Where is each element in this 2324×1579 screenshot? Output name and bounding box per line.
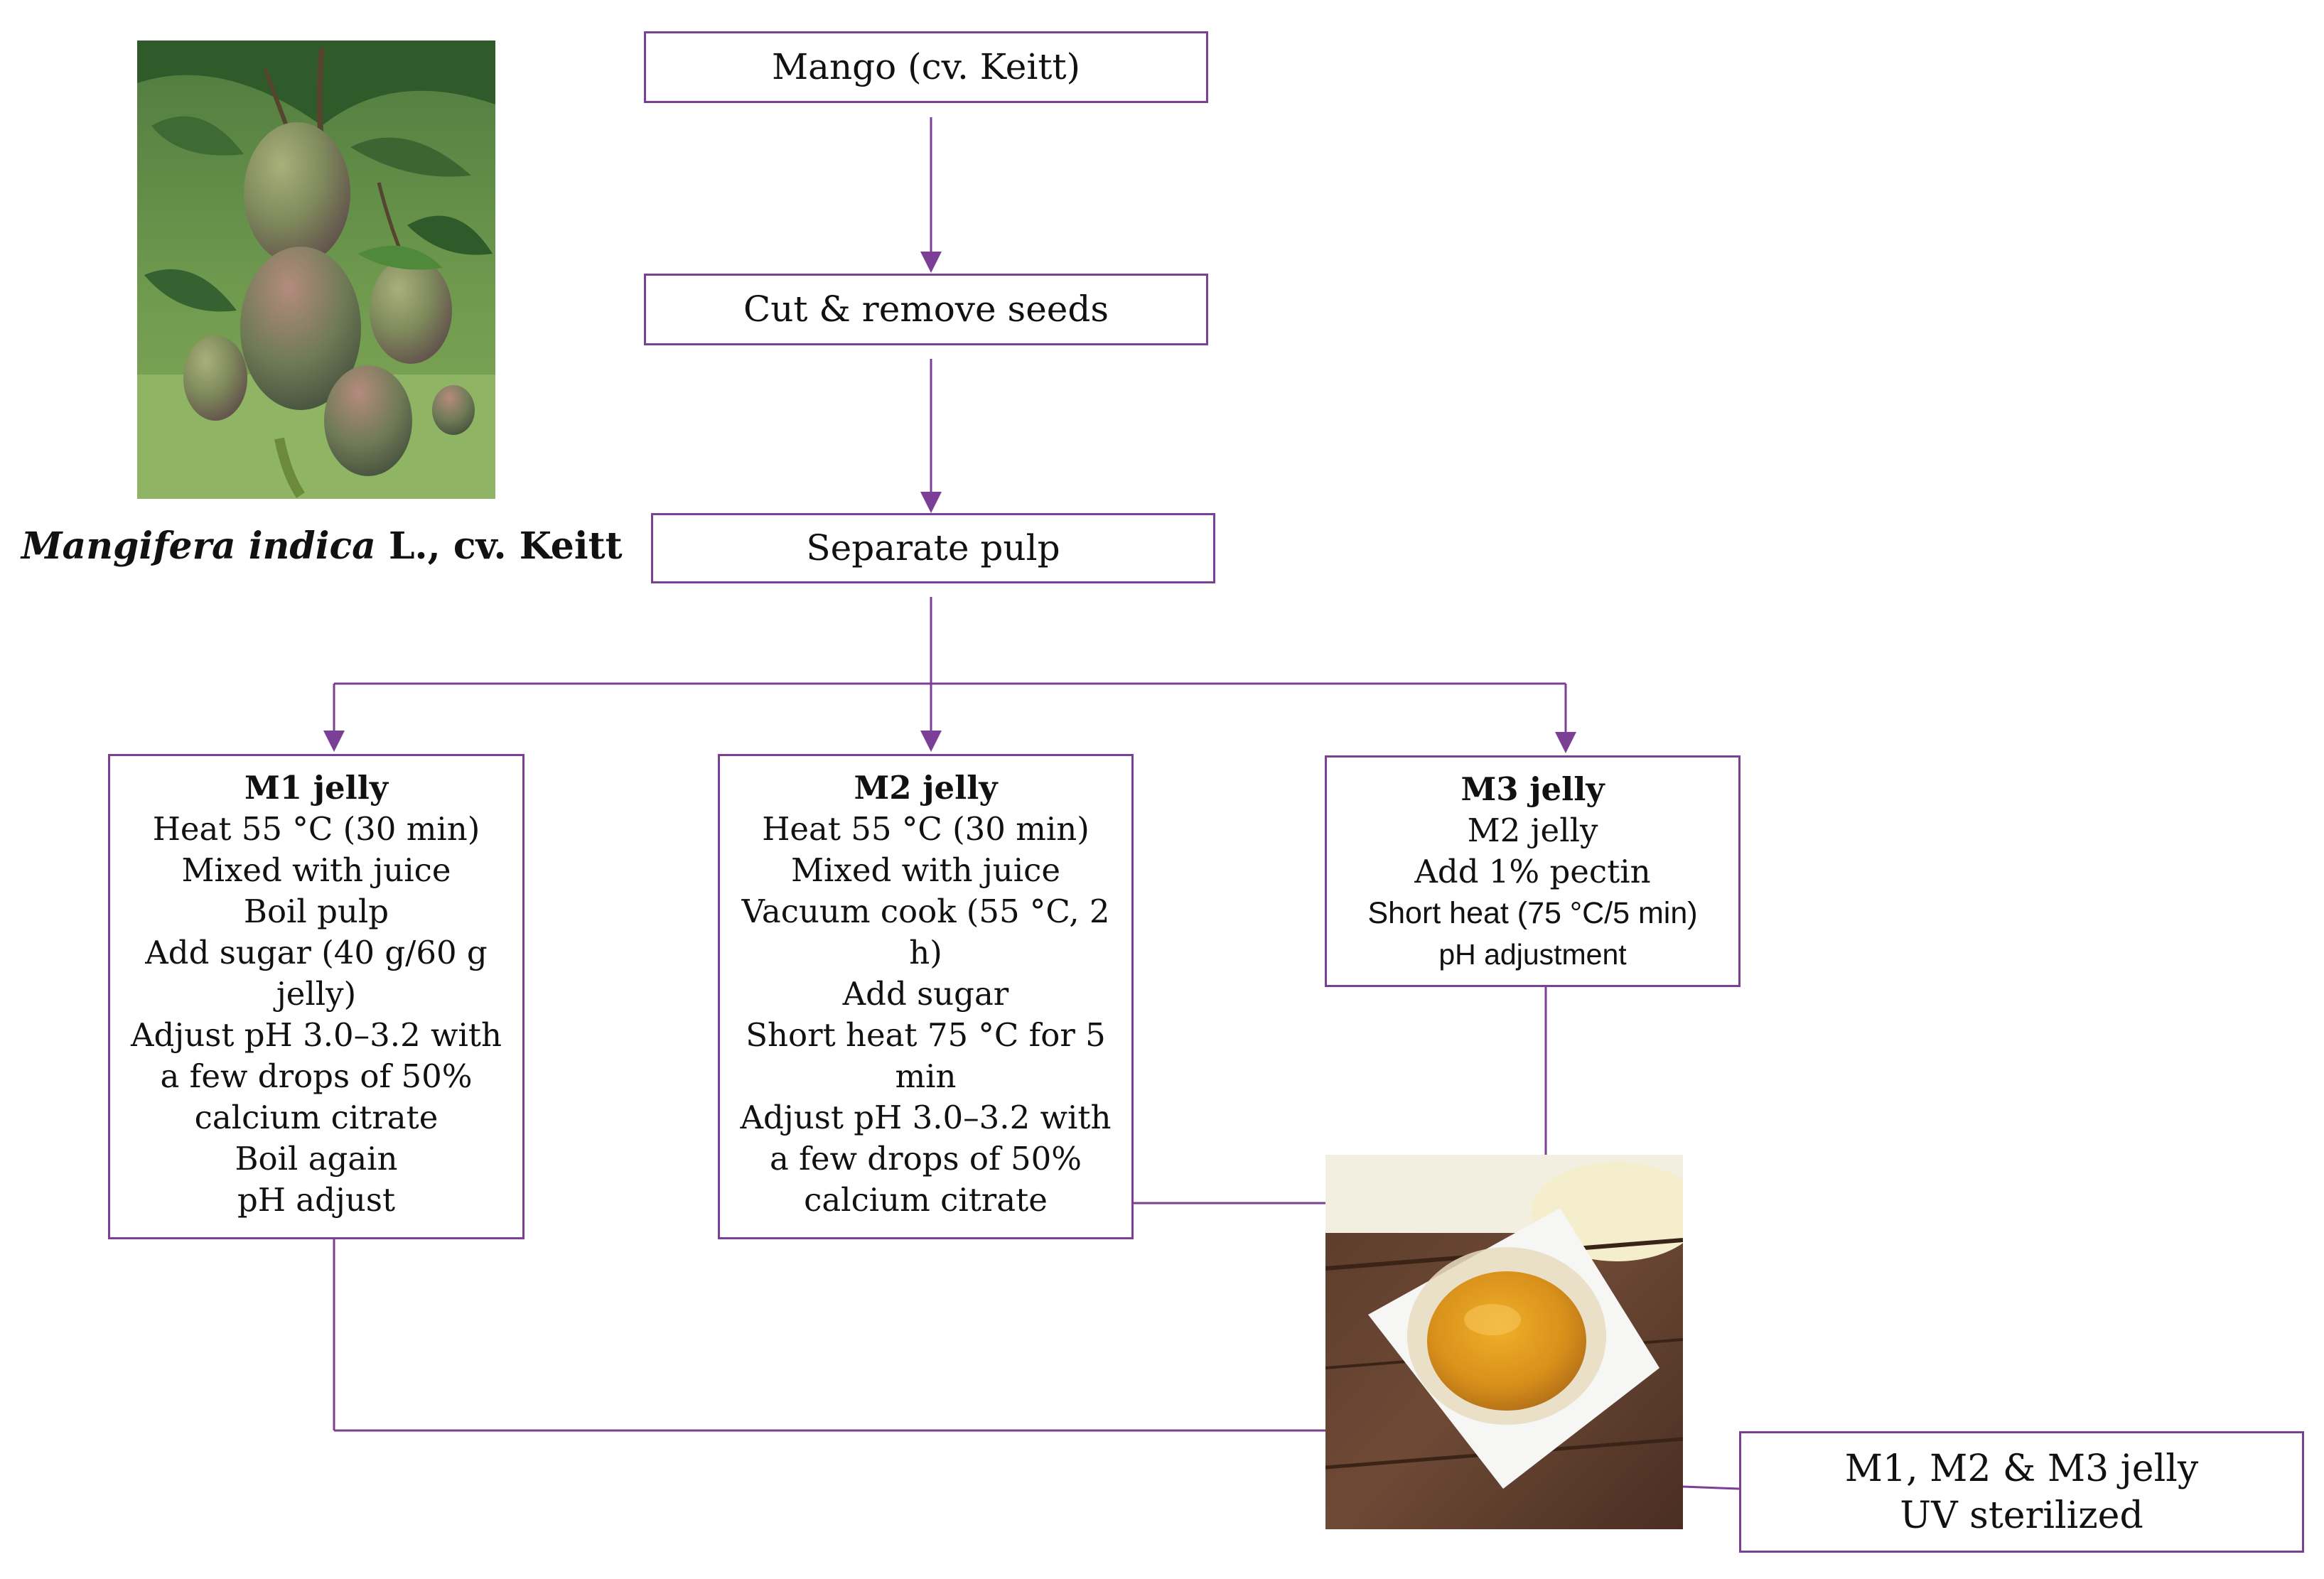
jelly-cup-photo	[1325, 1155, 1683, 1529]
m2-step: Add sugar	[842, 975, 1009, 1013]
m1-jelly-box: M1 jelly Heat 55 °C (30 min) Mixed with …	[108, 754, 524, 1239]
caption-scientific-name: Mangifera indica	[21, 524, 376, 568]
m2-step: a few drops of 50%	[770, 1140, 1082, 1177]
step-separate-label: Separate pulp	[806, 527, 1060, 568]
step-separate-box: Separate pulp	[651, 513, 1215, 583]
m1-title: M1 jelly	[244, 769, 389, 807]
m1-step: Heat 55 °C (30 min)	[152, 810, 480, 848]
final-result-box: M1, M2 & M3 jelly UV sterilized	[1739, 1431, 2304, 1553]
m1-step: Boil pulp	[243, 893, 389, 930]
m2-title: M2 jelly	[854, 769, 998, 807]
m1-step: a few drops of 50%	[160, 1057, 473, 1095]
m2-step: Short heat 75 °C for 5	[746, 1016, 1106, 1054]
m2-step: Adjust pH 3.0–3.2 with	[740, 1099, 1112, 1136]
m2-jelly-box: M2 jelly Heat 55 °C (30 min) Mixed with …	[718, 754, 1134, 1239]
photo-caption: Mangifera indica L., cv. Keitt	[21, 524, 623, 568]
step-mango-label: Mango (cv. Keitt)	[771, 46, 1081, 87]
m2-step: min	[895, 1057, 957, 1095]
m3-step: M2 jelly	[1467, 812, 1598, 849]
line-photo-to-final	[1682, 1485, 1740, 1490]
m2-step: calcium citrate	[804, 1181, 1048, 1219]
m3-step: Add 1% pectin	[1414, 853, 1651, 890]
m3-step: pH adjustment	[1438, 938, 1627, 971]
m3-jelly-box: M3 jelly M2 jelly Add 1% pectin Short he…	[1325, 755, 1741, 987]
final-line-2: UV sterilized	[1900, 1494, 2143, 1537]
m3-title: M3 jelly	[1460, 770, 1605, 808]
m1-step: Mixed with juice	[181, 851, 451, 889]
m2-step: Mixed with juice	[790, 851, 1061, 889]
m1-step: Add sugar (40 g/60 g	[145, 934, 488, 971]
m1-step: Adjust pH 3.0–3.2 with	[131, 1016, 502, 1054]
m2-step: Vacuum cook (55 °C, 2	[741, 893, 1110, 930]
m1-step: calcium citrate	[194, 1099, 439, 1136]
m1-step: pH adjust	[237, 1181, 396, 1219]
mango-tree-photo	[137, 41, 495, 499]
step-mango-box: Mango (cv. Keitt)	[644, 31, 1208, 103]
final-line-1: M1, M2 & M3 jelly	[1844, 1447, 2199, 1490]
m2-step: h)	[909, 934, 942, 971]
m1-step: Boil again	[235, 1140, 398, 1177]
m3-step: Short heat (75 °C/5 min)	[1367, 896, 1698, 930]
m2-step: Heat 55 °C (30 min)	[762, 810, 1090, 848]
m1-step: jelly)	[276, 975, 357, 1013]
step-cut-label: Cut & remove seeds	[743, 289, 1109, 330]
caption-suffix: L., cv. Keitt	[375, 524, 623, 568]
step-cut-box: Cut & remove seeds	[644, 274, 1208, 345]
